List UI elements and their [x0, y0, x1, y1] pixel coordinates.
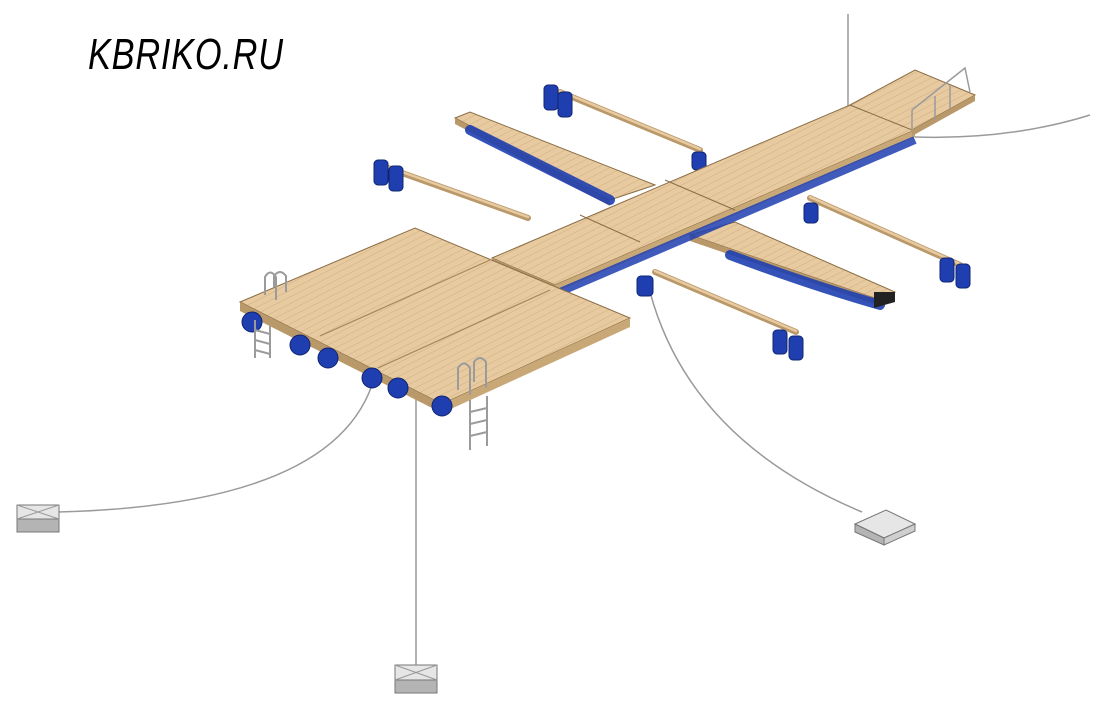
gangway-railing: [911, 66, 971, 130]
anchor-block-left: [16, 504, 60, 533]
platform-main: [238, 227, 632, 413]
ladder-right: [457, 357, 488, 450]
main-walkway: [490, 104, 917, 296]
cable-center: [649, 291, 863, 513]
mooring-cables: [57, 14, 1091, 668]
platform-floats: [241, 311, 453, 417]
anchor-block-right: [853, 509, 917, 546]
cable-left: [57, 384, 373, 513]
cable-right: [914, 114, 1091, 139]
anchor-block-bottom: [394, 664, 438, 694]
finger-pier-lower: [688, 221, 897, 310]
ladder-left: [254, 271, 287, 358]
finger-pier-upper: [453, 111, 657, 206]
outrigger-arms-highlight: [386, 89, 962, 333]
gangway-ramp: [848, 66, 977, 136]
outrigger-floats: [373, 84, 971, 361]
brand-watermark: KBRIKO.RU: [88, 30, 284, 79]
